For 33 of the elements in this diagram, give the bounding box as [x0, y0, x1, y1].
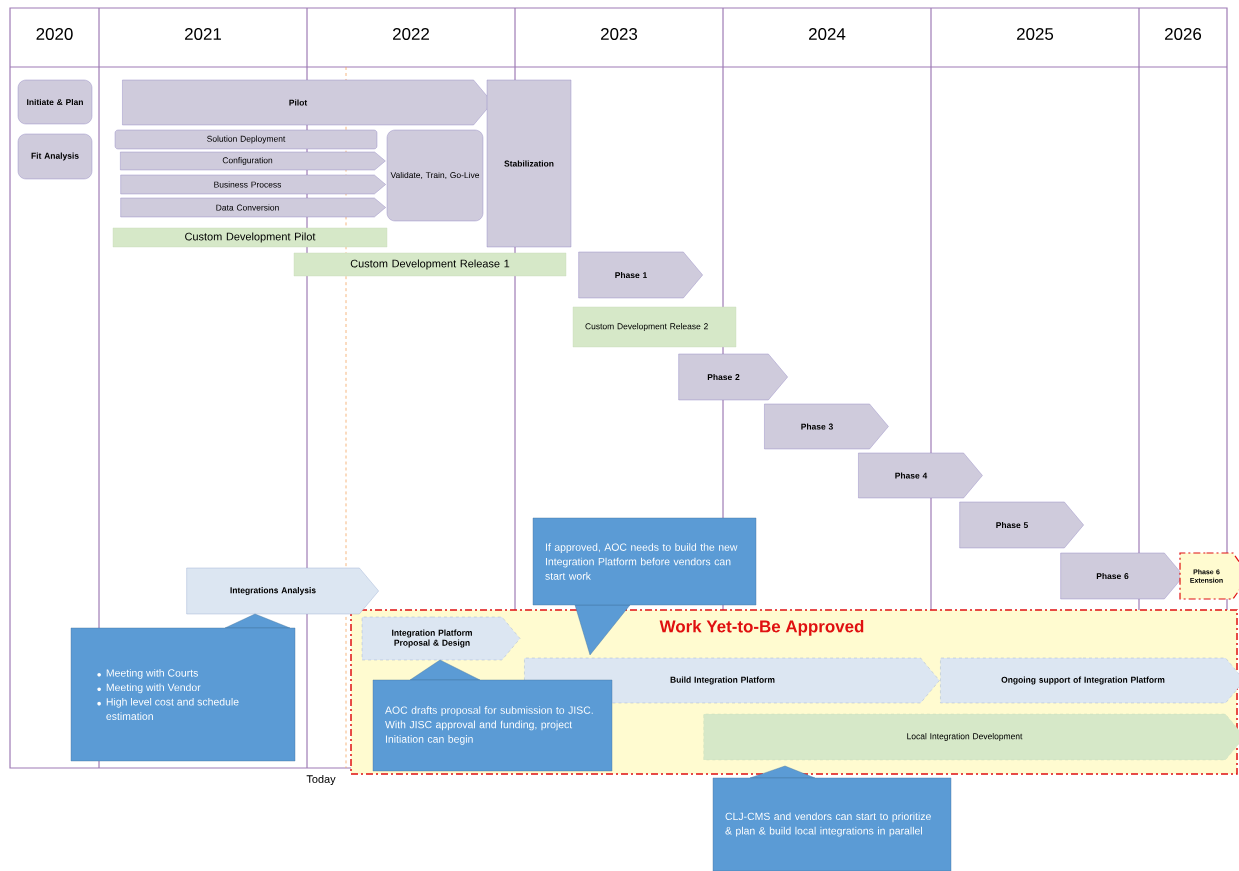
timeline-bar: Integrations Analysis — [186, 567, 379, 615]
timeline-bar: Pilot — [122, 79, 493, 126]
timeline-bar: Integration Platform Proposal & Design — [361, 616, 521, 661]
timeline-bar: Phase 1 — [578, 251, 703, 299]
development-bar: Custom Development Release 1 — [293, 252, 567, 277]
development-bar: Custom Development Release 2 — [572, 306, 737, 348]
today-label: Today — [305, 773, 337, 787]
callout-box: Meeting with Courts Meeting with Vendor High level cost and schedule estimation — [70, 613, 296, 762]
year-label: 2024 — [809, 28, 846, 40]
rounded-box: Validate, Train, Go-Live — [386, 129, 484, 222]
year-label: 2026 — [1165, 28, 1202, 40]
timeline-bar: Local Integration Development — [703, 713, 1239, 761]
timeline-bar: Phase 2 — [678, 353, 788, 401]
timeline-bar: Configuration — [120, 151, 386, 171]
phase-box: Stabilization — [486, 79, 572, 248]
timeline-bar: Phase 5 — [959, 501, 1084, 549]
timeline-bar: Phase 6 — [1060, 552, 1184, 600]
rounded-box: Fit Analysis — [17, 133, 93, 180]
timeline-bar: Ongoing support of Integration Platform — [940, 657, 1239, 704]
timeline-bar: Data Conversion — [120, 197, 386, 218]
rounded-box: Initiate & Plan — [17, 79, 93, 125]
year-label: 2020 — [36, 28, 73, 40]
year-label: 2023 — [601, 28, 638, 40]
callout-box: CLJ-CMS and vendors can start to prioritize & plan & build local integrations in parallel — [712, 765, 952, 871]
year-label: 2021 — [185, 28, 221, 40]
task-bar: Solution Deployment — [114, 129, 378, 150]
callout-box: AOC drafts proposal for submission to JISC. With JISC approval and funding, project Initiation can begin — [372, 659, 613, 772]
year-label: 2022 — [393, 28, 429, 40]
year-label: 2025 — [1017, 28, 1054, 40]
timeline-bar: Business Process — [120, 174, 386, 195]
timeline-bar: Phase 4 — [858, 452, 983, 499]
timeline-bar: Phase 3 — [764, 403, 889, 450]
development-bar: Custom Development Pilot — [112, 227, 388, 248]
